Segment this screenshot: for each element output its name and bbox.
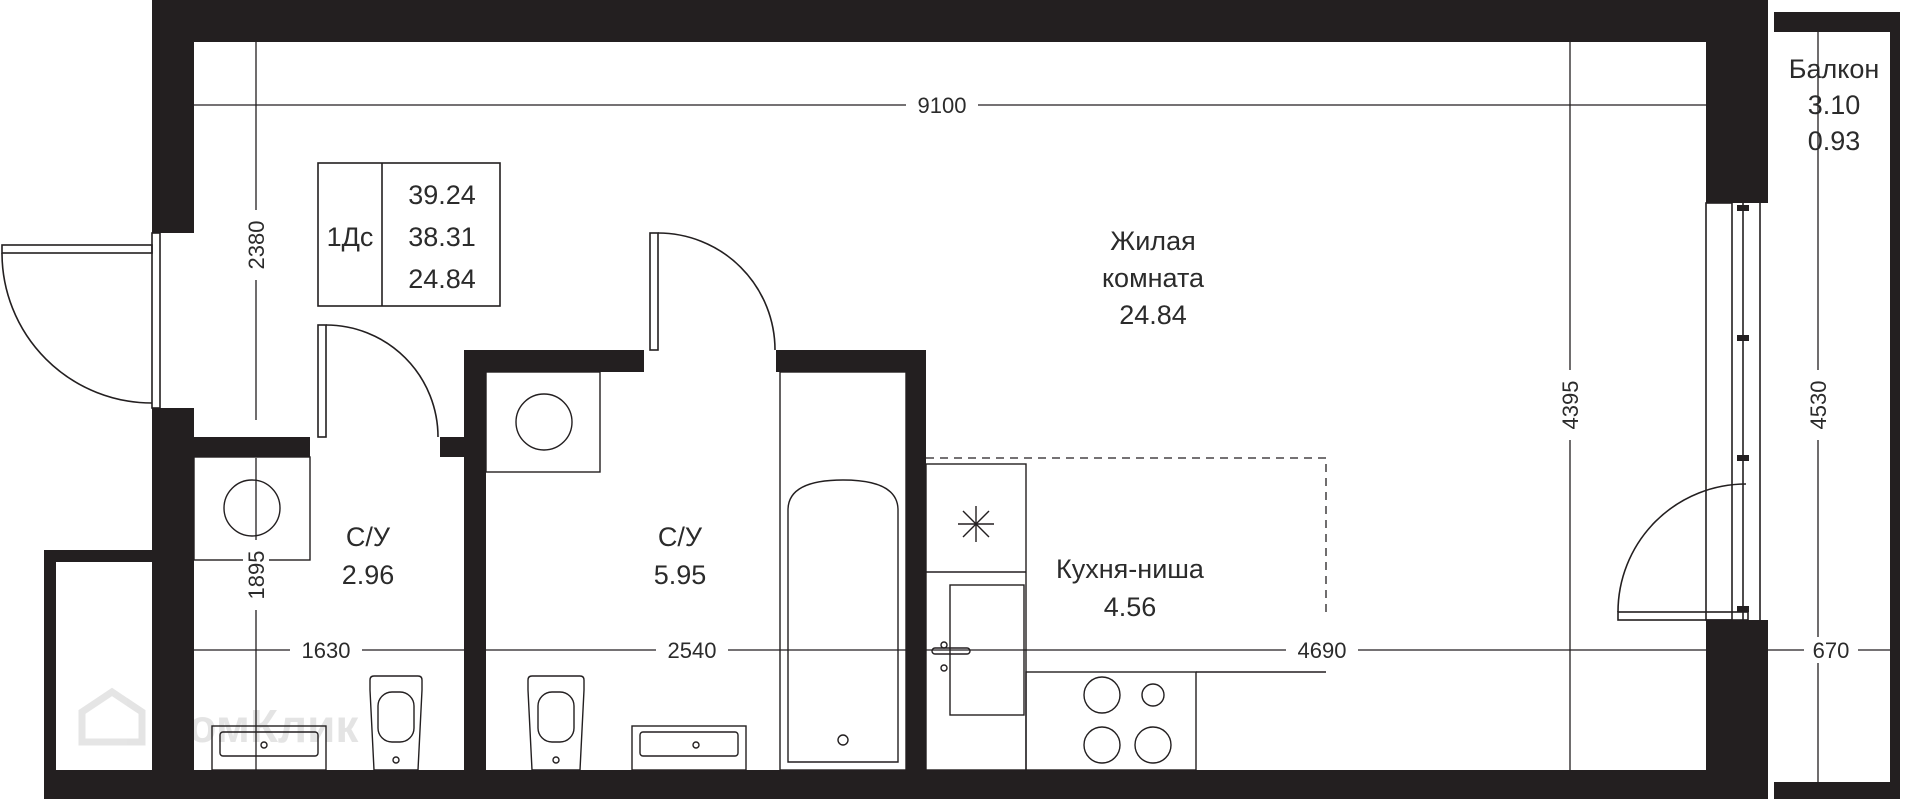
toilet-icon <box>369 675 423 771</box>
balcony-name: Балкон <box>1789 54 1880 84</box>
living-area-total: 38.31 <box>408 222 476 252</box>
kitchen-area: 4.56 <box>1104 592 1157 622</box>
cooktop-icon <box>1025 671 1326 771</box>
house-logo-icon <box>78 687 146 746</box>
washing-machine-icon <box>485 371 601 473</box>
living-room-name-2: комната <box>1102 263 1205 293</box>
sink-icon <box>211 725 327 771</box>
kitchen-niche-outline <box>925 457 1327 771</box>
balcony-area-2: 0.93 <box>1808 126 1861 156</box>
dim-left-height: 2380 <box>244 221 269 270</box>
dim-right-height: 4395 <box>1558 381 1583 430</box>
walls <box>44 0 1900 799</box>
bath-large-door <box>649 232 776 351</box>
bathtub-icon <box>779 371 907 771</box>
hood-icon <box>958 506 994 542</box>
dim-balcony-width: 670 <box>1813 638 1850 663</box>
summary-box <box>317 162 501 307</box>
dimension-lines <box>194 32 1890 782</box>
bath-large-name: С/У <box>658 522 703 552</box>
dim-balcony-height: 4530 <box>1806 381 1831 430</box>
dim-bath-height: 1895 <box>244 551 269 600</box>
dim-top-width: 9100 <box>918 93 967 118</box>
room-area: 24.84 <box>408 264 476 294</box>
dim-bath-large-width: 2540 <box>668 638 717 663</box>
living-room-name-1: Жилая <box>1110 226 1195 256</box>
windows <box>1705 202 1761 621</box>
kitchen-name: Кухня-ниша <box>1056 554 1205 584</box>
dim-bath-small-width: 1630 <box>302 638 351 663</box>
living-room-area: 24.84 <box>1119 300 1187 330</box>
dim-kitchen-width: 4690 <box>1298 638 1347 663</box>
entrance-door <box>1 232 161 409</box>
bath-small-name: С/У <box>346 522 391 552</box>
bath-large-area: 5.95 <box>654 560 707 590</box>
toilet-icon <box>527 675 585 771</box>
total-area: 39.24 <box>408 180 476 210</box>
bath-small-door <box>317 324 439 438</box>
bath-small-area: 2.96 <box>342 560 395 590</box>
balcony-door <box>1617 483 1749 621</box>
balcony-area-1: 3.10 <box>1808 90 1861 120</box>
sink-icon <box>631 725 747 771</box>
apartment-type: 1Дс <box>327 222 374 252</box>
